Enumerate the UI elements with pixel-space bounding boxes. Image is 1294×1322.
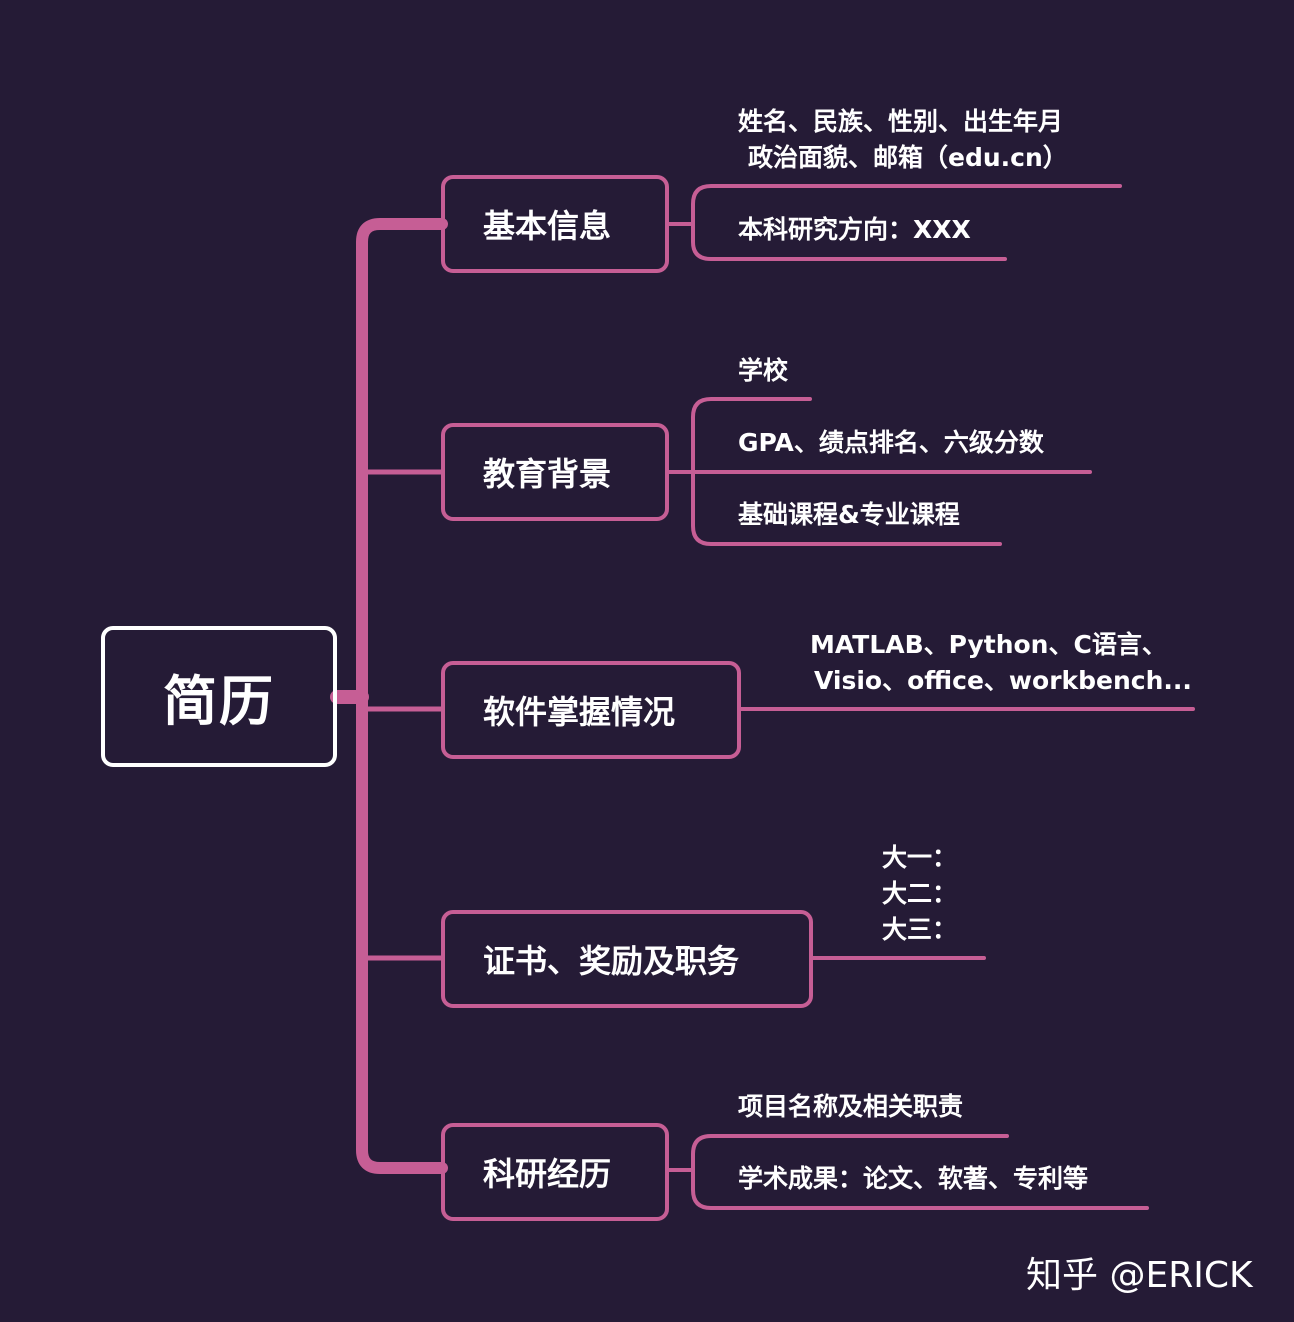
branch-node-education[interactable]: 教育背景	[441, 423, 669, 521]
leaf-education-gpa: GPA、绩点排名、六级分数	[738, 428, 1044, 457]
branch-node-basic-info[interactable]: 基本信息	[441, 175, 669, 273]
leaf-connector-research	[667, 1134, 1149, 1210]
leaf-connector-education	[667, 397, 1092, 546]
leaf-certificates-year1: 大一：	[882, 843, 958, 872]
leaf-basic-research-direction: 本科研究方向：XXX	[738, 215, 971, 244]
branch-node-software[interactable]: 软件掌握情况	[441, 661, 741, 759]
root-node[interactable]: 简历	[101, 626, 337, 767]
leaf-connector-basic	[667, 184, 1122, 261]
leaf-software-line1: MATLAB、Python、C语言、	[810, 630, 1167, 659]
leaf-basic-political: 政治面貌、邮箱（edu.cn）	[748, 143, 1068, 172]
trunk-line	[356, 218, 448, 1174]
leaf-research-achievements: 学术成果：论文、软著、专利等	[738, 1164, 1089, 1193]
leaf-basic-personal: 姓名、民族、性别、出生年月	[738, 107, 1064, 136]
leaf-certificates-year2: 大二：	[882, 879, 958, 908]
watermark: 知乎 @ERICK	[1026, 1255, 1253, 1296]
leaf-education-courses: 基础课程&专业课程	[738, 500, 960, 529]
leaf-research-projects: 项目名称及相关职责	[738, 1092, 964, 1121]
branch-node-research[interactable]: 科研经历	[441, 1123, 669, 1221]
leaf-education-school: 学校	[738, 356, 789, 385]
branch-node-certificates[interactable]: 证书、奖励及职务	[441, 910, 813, 1008]
leaf-software-line2: Visio、office、workbench...	[814, 666, 1192, 695]
leaf-certificates-year3: 大三：	[882, 915, 958, 944]
